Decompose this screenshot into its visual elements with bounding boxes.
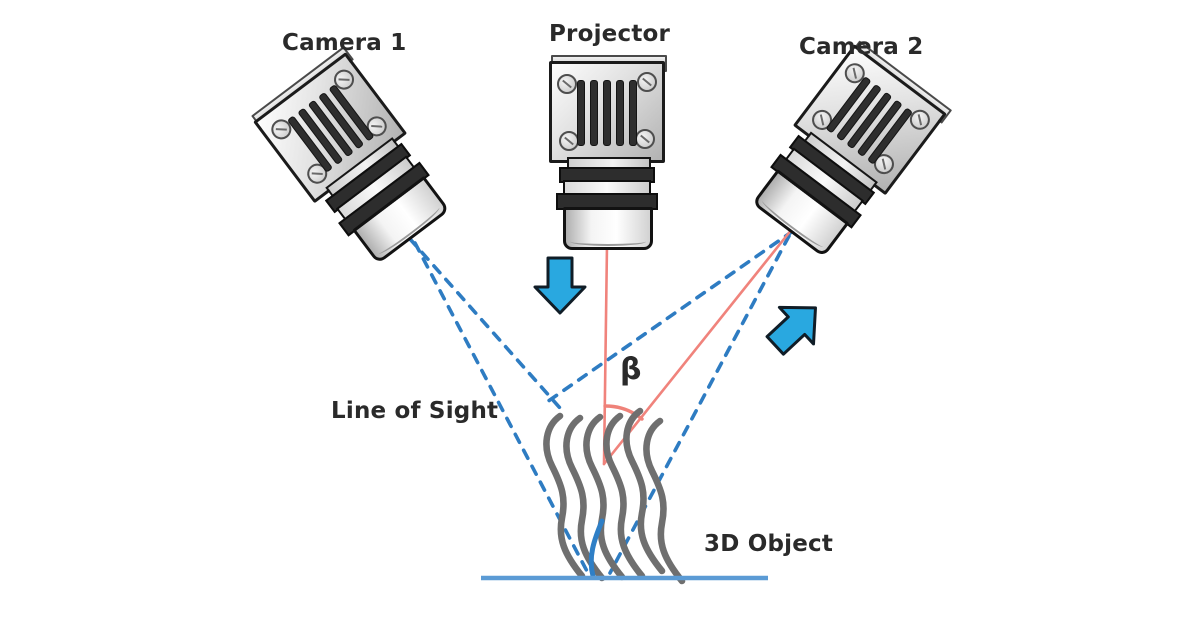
screw-icon — [635, 129, 655, 149]
object-contour-stripes — [543, 407, 686, 585]
beta-angle-label: β — [620, 352, 642, 387]
camera1-label: Camera 1 — [282, 30, 407, 56]
object-contour-stripe — [623, 407, 666, 575]
line-of-sight-label: Line of Sight — [331, 398, 499, 424]
object-contour-stripe — [643, 417, 686, 585]
object-contour-stripe — [583, 413, 626, 581]
camera2-triangulation-line — [602, 227, 794, 466]
object-contour-stripe — [543, 412, 586, 580]
screw-icon — [637, 72, 657, 92]
device-body — [549, 61, 665, 163]
projector-label: Projector — [549, 21, 671, 47]
projection-direction-arrow-icon — [533, 256, 587, 315]
vent-slats-icon — [825, 76, 914, 165]
screw-icon — [559, 131, 579, 151]
camera2-label: Camera 2 — [799, 34, 924, 60]
projector-device — [542, 50, 672, 250]
scan-line-highlight — [588, 518, 605, 579]
camera1-upper-ray — [408, 237, 562, 410]
vent-slats-icon — [286, 84, 375, 173]
camera2-lower-ray — [608, 234, 791, 575]
viewing-direction-arrow-icon — [765, 305, 817, 356]
object-contour-stripe — [563, 414, 606, 582]
object-contour-stripe — [603, 412, 646, 580]
camera2-upper-ray — [545, 229, 795, 404]
screw-icon — [557, 74, 577, 94]
beta-angle-arc — [603, 404, 644, 421]
projector-beam-line — [602, 243, 609, 466]
vent-slats-icon — [577, 80, 637, 146]
lens-barrel — [563, 207, 653, 250]
object3d-label: 3D Object — [704, 531, 834, 557]
